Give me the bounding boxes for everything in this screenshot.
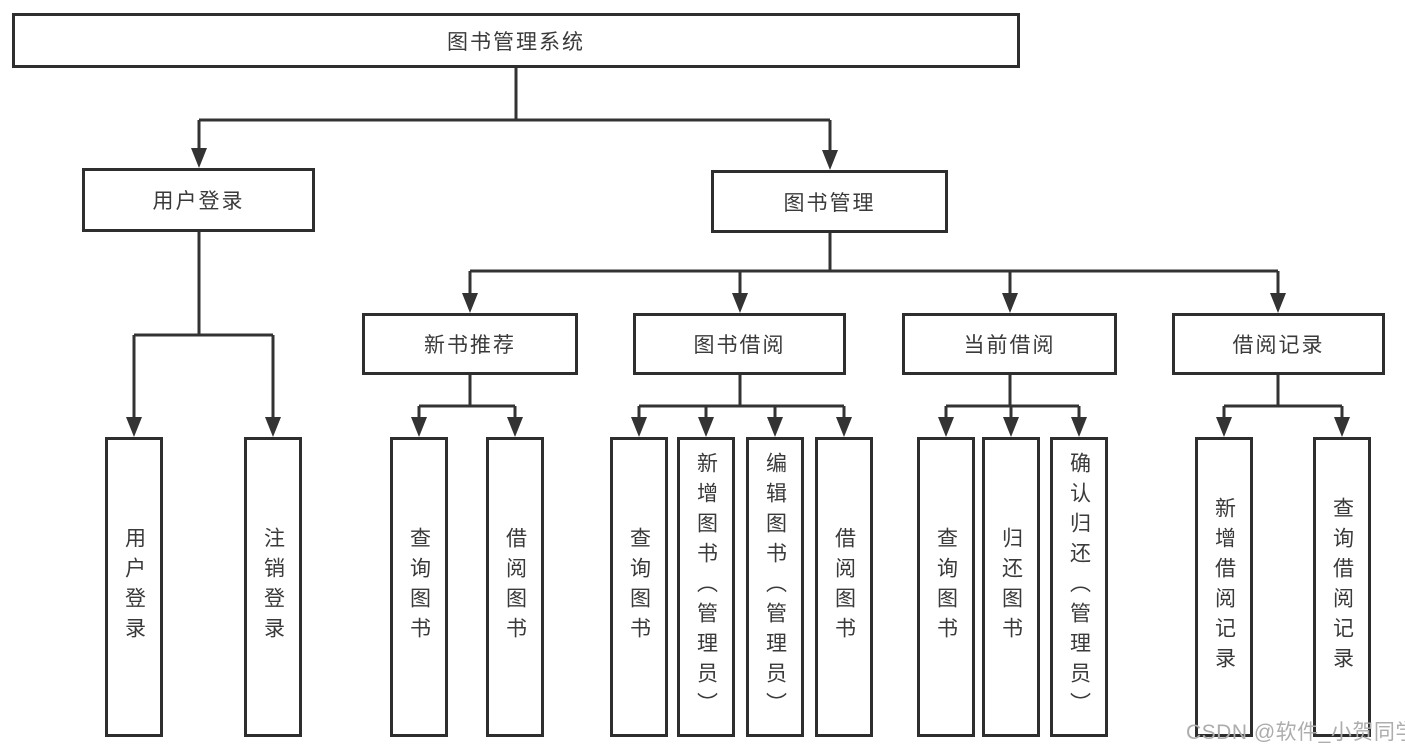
node-library-system: 图书管理系统 xyxy=(12,13,1020,68)
node-add-book-admin: 新增图书（管理员） xyxy=(677,437,735,737)
node-current-borrowing: 当前借阅 xyxy=(902,313,1117,375)
node-borrow-records: 借阅记录 xyxy=(1172,313,1385,375)
arrowhead xyxy=(126,417,142,437)
node-query-books-borrow: 查询图书 xyxy=(610,437,668,737)
arrowhead xyxy=(1270,293,1286,313)
arrowhead xyxy=(1071,417,1087,437)
node-book-management: 图书管理 xyxy=(711,170,948,233)
arrowhead xyxy=(732,293,748,313)
arrowhead xyxy=(631,417,647,437)
arrowhead xyxy=(191,148,207,168)
arrowhead xyxy=(1216,417,1232,437)
node-user-login-branch: 用户登录 xyxy=(82,168,315,232)
arrowhead xyxy=(1003,417,1019,437)
node-query-books-current: 查询图书 xyxy=(917,437,975,737)
node-book-borrowing: 图书借阅 xyxy=(633,313,846,375)
node-confirm-return-admin: 确认归还（管理员） xyxy=(1050,437,1108,737)
csdn-watermark: CSDN @软件_小贺同学 xyxy=(1186,721,1405,744)
arrowhead xyxy=(1334,417,1350,437)
arrowhead xyxy=(836,417,852,437)
arrowhead xyxy=(698,417,714,437)
arrowhead xyxy=(507,417,523,437)
arrowhead xyxy=(938,417,954,437)
node-borrow-books-recommend: 借阅图书 xyxy=(486,437,544,737)
arrowhead xyxy=(822,150,838,170)
arrowhead xyxy=(411,417,427,437)
node-borrow-books-leaf: 借阅图书 xyxy=(815,437,873,737)
node-edit-book-admin: 编辑图书（管理员） xyxy=(746,437,804,737)
arrowhead xyxy=(462,293,478,313)
arrowhead xyxy=(1002,293,1018,313)
node-query-borrow-record: 查询借阅记录 xyxy=(1313,437,1371,737)
node-add-borrow-record: 新增借阅记录 xyxy=(1195,437,1253,737)
node-new-book-recommend: 新书推荐 xyxy=(362,313,578,375)
arrowhead xyxy=(265,417,281,437)
node-return-books: 归还图书 xyxy=(982,437,1040,737)
node-user-login-leaf: 用户登录 xyxy=(105,437,163,737)
node-logout-leaf: 注销登录 xyxy=(244,437,302,737)
arrowhead xyxy=(767,417,783,437)
node-query-books-recommend: 查询图书 xyxy=(390,437,448,737)
